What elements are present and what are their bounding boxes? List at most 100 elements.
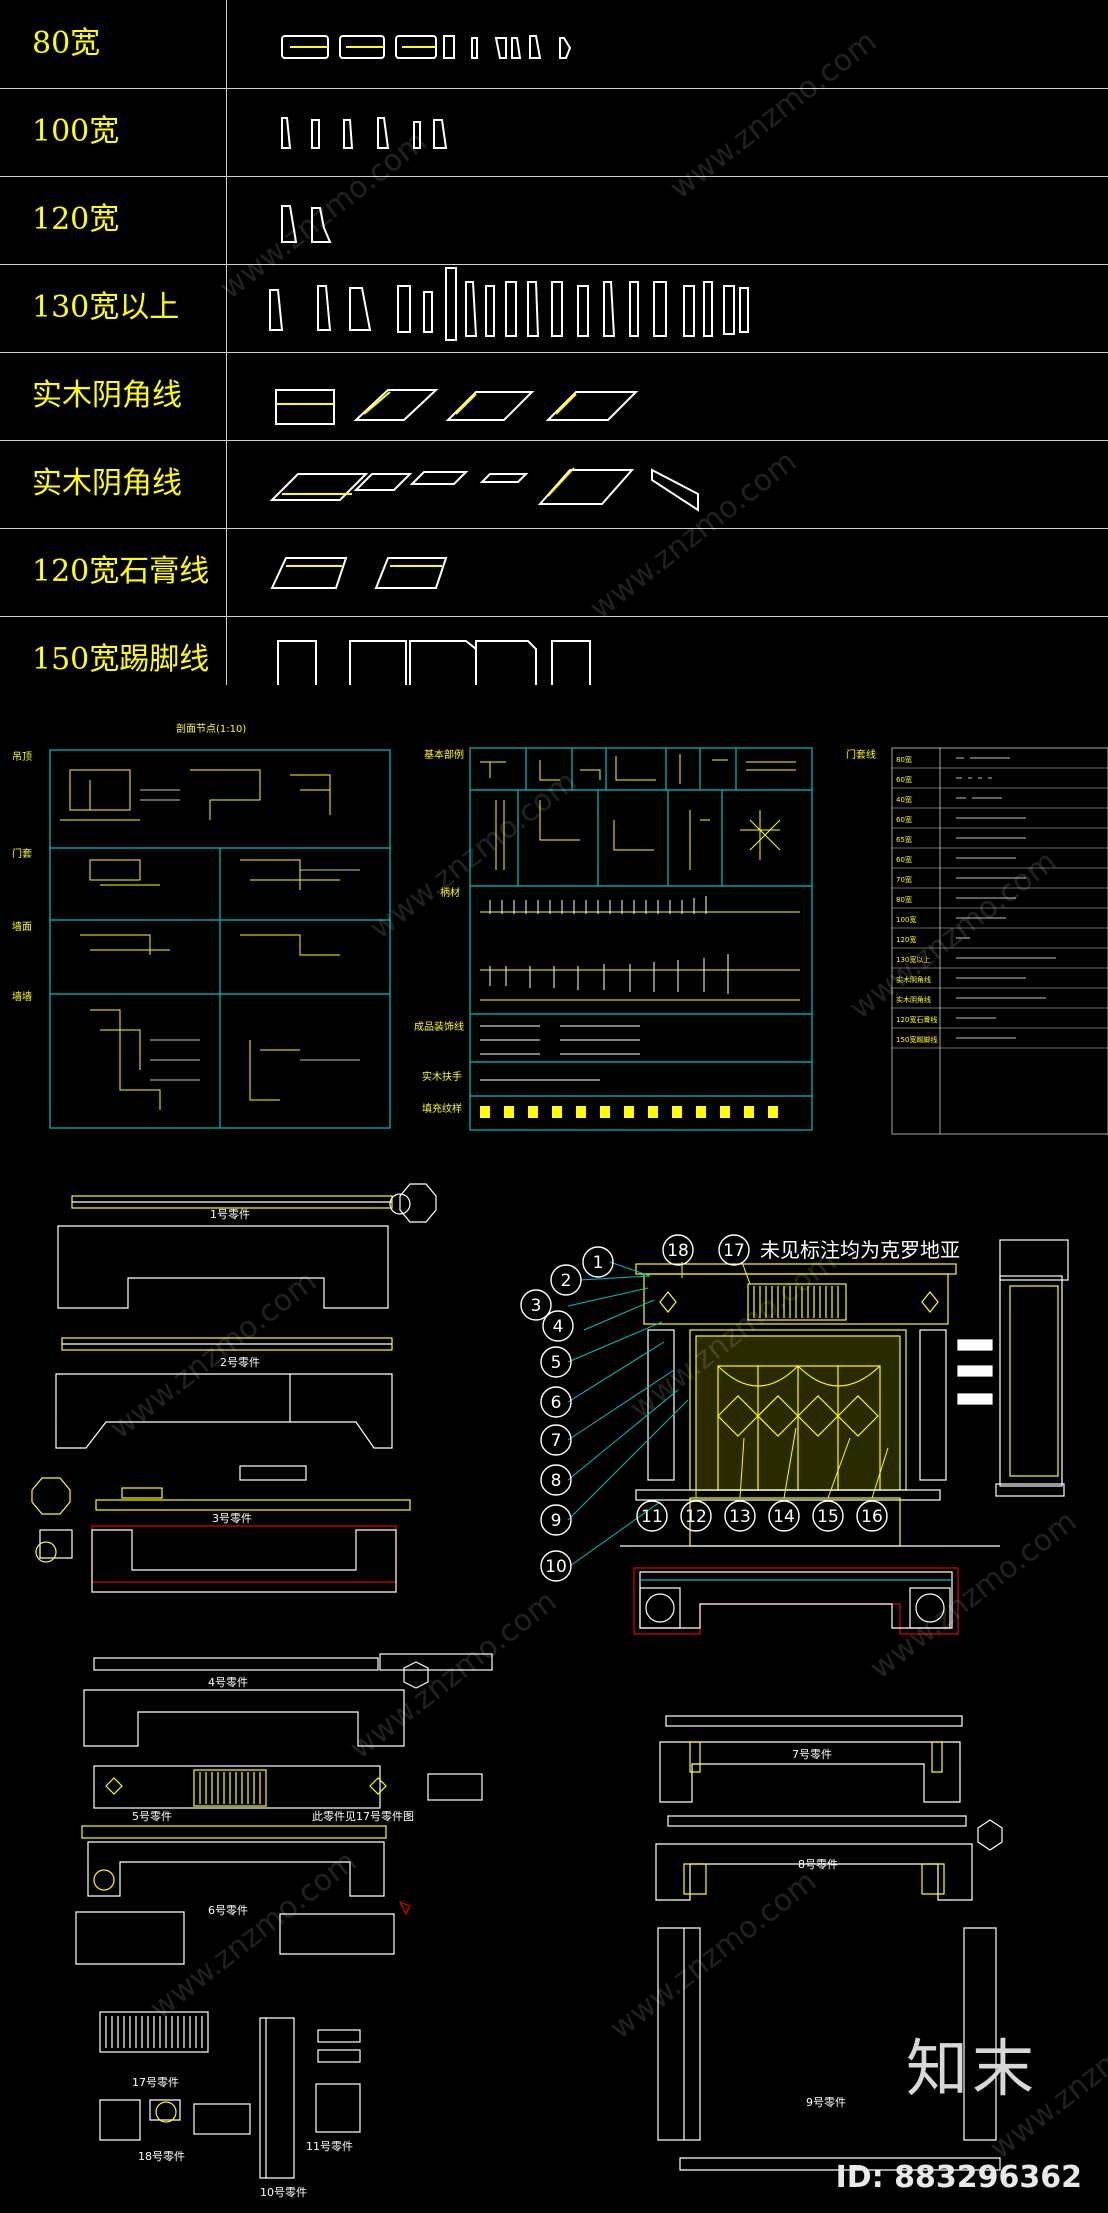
callout-number: 7 [551, 1431, 562, 1451]
callout-circle [540, 1424, 572, 1456]
part-3-label: 3号零件 [212, 1512, 252, 1525]
callout-circle [540, 1464, 572, 1496]
watermark-text: www.znzmo.com [603, 1864, 823, 2046]
callout-circle [856, 1500, 888, 1532]
sheet-b-label: 基本部例 [424, 748, 464, 761]
moulding-profiles [269, 35, 749, 685]
part-17-label: 17号零件 [132, 2076, 179, 2089]
callout-circle [680, 1500, 712, 1532]
callout-circle [582, 1246, 614, 1278]
callout-number: 15 [817, 1507, 839, 1527]
callout-number: 18 [667, 1241, 689, 1261]
sheet-a-title: 剖面节点(1:10) [176, 722, 246, 735]
callout-circle [718, 1234, 750, 1266]
moulding-table: 80宽 100宽 120宽 130宽以上 实木阴角线 实木阴角线 120宽石膏线… [0, 0, 1108, 685]
table-divider [226, 0, 227, 685]
watermark-text: www.znzmo.com [343, 1584, 563, 1766]
callout-number: 8 [551, 1471, 562, 1491]
part-18-label: 18号零件 [138, 2150, 185, 2163]
row-label: 120宽 [32, 202, 120, 237]
mini-row-label: 60宽 [896, 855, 912, 864]
row-label: 实木阴角线 [32, 466, 182, 501]
watermark-text: www.znzmo.com [363, 764, 583, 946]
part-5-label: 5号零件 [132, 1810, 172, 1823]
part-17: 17号零件 [99, 2011, 209, 2089]
mini-row-label: 实木阴角线 [896, 995, 931, 1004]
callout-number: 14 [773, 1507, 795, 1527]
mini-row-label: 150宽踢脚线 [896, 1035, 937, 1044]
parts-right: 7号零件 8号零件 9号零件 [655, 1715, 1003, 2171]
part-6: 6号零件 [75, 1825, 411, 1965]
sheet-a-label: 墙面 [12, 920, 32, 933]
part-4: 4号零件 [83, 1653, 493, 1747]
mini-row-label: 130宽以上 [896, 955, 930, 964]
fireplace-note: 未见标注均为克罗地亚 [760, 1238, 960, 1262]
callout-circle [540, 1504, 572, 1536]
row-label: 150宽踢脚线 [32, 642, 210, 677]
sheet-a-label: 墙墙 [12, 990, 32, 1003]
watermark: www.znzmo.comwww.znzmo.comwww.znzmo.comw… [103, 24, 1108, 2166]
callout-number: 2 [561, 1271, 572, 1291]
part-11: 11号零件 [306, 2029, 361, 2153]
mini-row-label: 65宽 [896, 835, 912, 844]
mini-row-label: 40宽 [896, 795, 912, 804]
callout-circle [540, 1550, 572, 1582]
part-1-label: 1号零件 [210, 1208, 250, 1221]
profiles-skirting [277, 640, 591, 685]
mini-row-label: 60宽 [896, 775, 912, 784]
sheet-section-nodes: 剖面节点(1:10) 吊顶 门套 墙面 墙墙 [12, 722, 391, 1129]
callout-number: 1 [593, 1253, 604, 1273]
sheet-a-label: 门套 [12, 847, 32, 860]
callout-circle [540, 1386, 572, 1418]
part-1: 1号零件 [57, 1183, 437, 1309]
table-row: 120宽石膏线 [0, 528, 1108, 617]
part-8-label: 8号零件 [798, 1858, 838, 1871]
sheet-a-label: 吊顶 [12, 751, 32, 763]
watermark-text: www.znzmo.com [863, 1504, 1083, 1686]
callout-number: 9 [551, 1511, 562, 1531]
profiles-130 [269, 267, 749, 341]
part-9-label: 9号零件 [806, 2096, 846, 2109]
part-11-label: 11号零件 [306, 2140, 353, 2153]
row-label: 120宽石膏线 [32, 554, 210, 589]
mini-row-label: 70宽 [896, 875, 912, 884]
callout-number: 12 [685, 1507, 707, 1527]
table-row: 80宽 [0, 0, 1108, 89]
watermark-text: www.znzmo.com [213, 124, 433, 306]
callout-number: 16 [861, 1507, 883, 1527]
parts-left: 1号零件 2号零件 3号零件 4号零件 5号零件 此零件见17号零件图 [31, 1183, 493, 2199]
callout-circle [768, 1500, 800, 1532]
profiles-100 [281, 117, 448, 149]
callout-number: 11 [641, 1507, 663, 1527]
table-row: 150宽踢脚线 [0, 616, 1108, 685]
profiles-plaster [270, 557, 448, 589]
callout-circle [520, 1289, 552, 1321]
image-id: ID: 883296362 [835, 2160, 1082, 2195]
sheet-b-label: 成品装饰线 [414, 1020, 464, 1033]
row-label: 实木阴角线 [32, 378, 182, 413]
mini-row-label: 100宽 [896, 915, 916, 924]
row-label: 100宽 [32, 114, 120, 149]
sheet-b-label: 实木扶手 [422, 1070, 462, 1083]
mini-row-label: 60宽 [896, 815, 912, 824]
callout-number: 5 [551, 1353, 562, 1373]
part-7-label: 7号零件 [792, 1748, 832, 1761]
mini-table-rows: 80宽60宽40宽60宽65宽60宽70宽80宽100宽120宽130宽以上实木… [892, 755, 1108, 1049]
watermark-text: www.znzmo.com [583, 444, 803, 626]
part-9: 9号零件 [657, 1927, 1001, 2171]
part-3: 3号零件 [31, 1465, 411, 1593]
callout-circle [540, 1346, 572, 1378]
callout-number: 17 [723, 1241, 745, 1261]
callout-circle [636, 1500, 668, 1532]
part-2: 2号零件 [55, 1337, 393, 1449]
sheet-b-label: 填充纹样 [422, 1102, 462, 1115]
fireplace-side-elevation [995, 1239, 1069, 1497]
profiles-cove-1 [275, 389, 639, 425]
callout-number: 3 [531, 1296, 542, 1316]
mini-row-label: 80宽 [896, 755, 912, 764]
part-7: 7号零件 [659, 1715, 963, 1803]
part-10: 10号零件 [259, 2017, 307, 2199]
profiles-80 [281, 35, 572, 59]
